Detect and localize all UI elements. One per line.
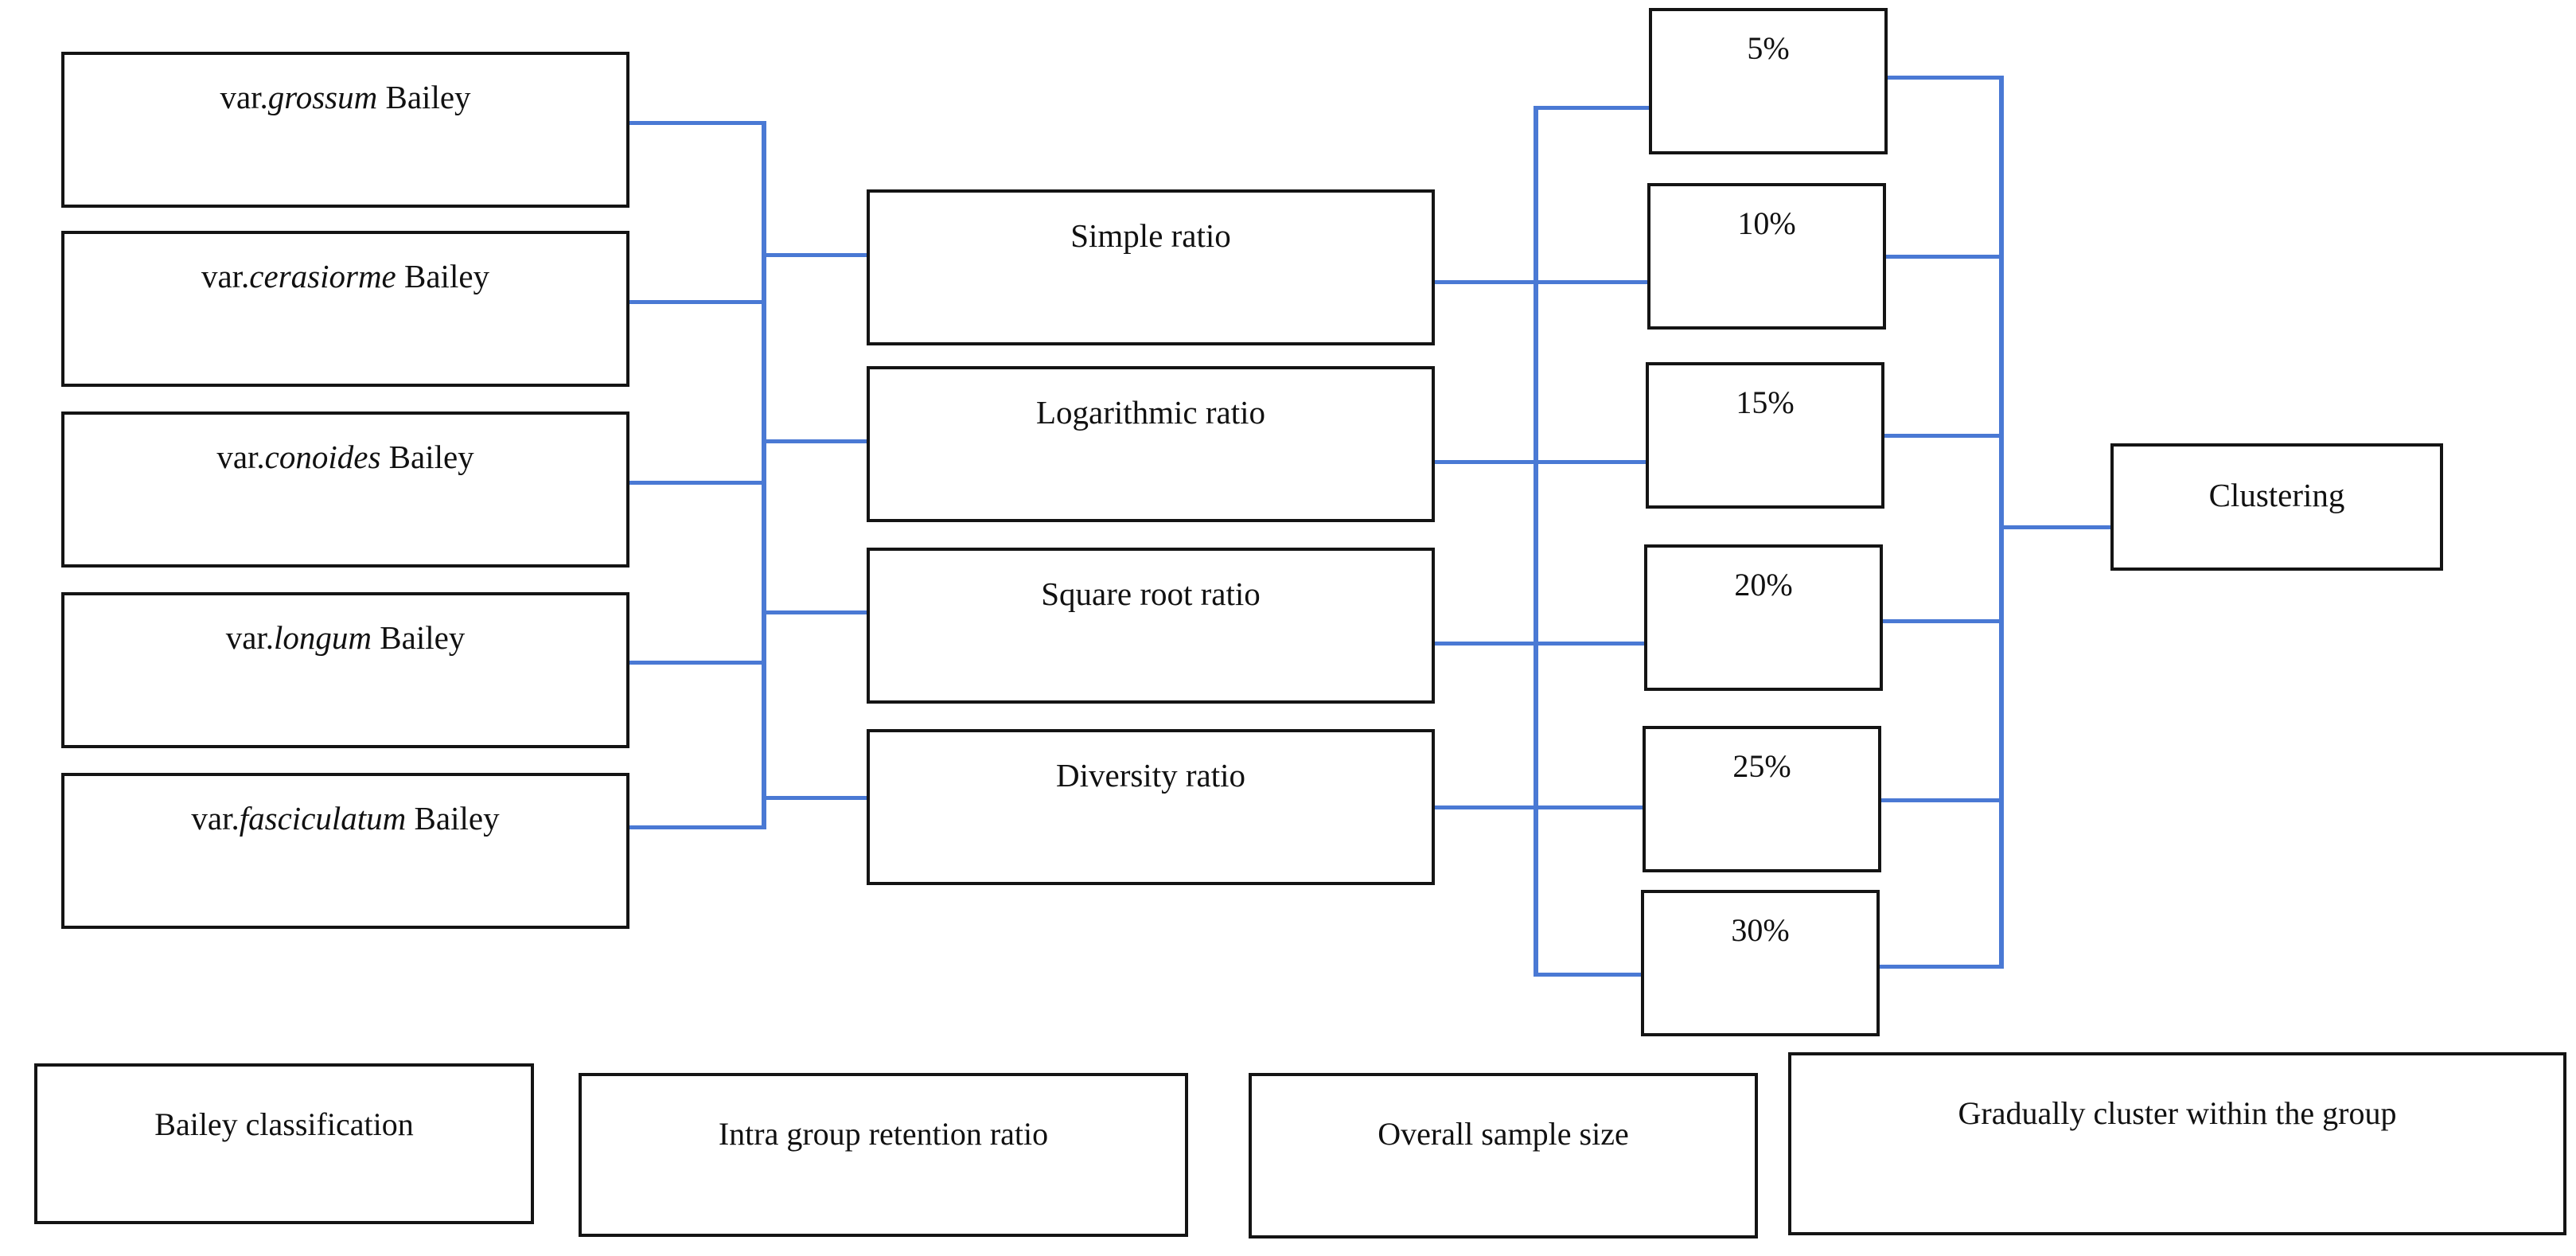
ratio-label: Simple ratio bbox=[1070, 217, 1231, 254]
taxon-box-conoides[interactable]: var.conoides Bailey bbox=[61, 412, 629, 568]
taxon-label: var.longum Bailey bbox=[225, 619, 466, 656]
percentage-label: 5% bbox=[1747, 30, 1790, 66]
connector-taxon-3-to-spine bbox=[629, 661, 763, 665]
percentage-box-15[interactable]: 15% bbox=[1646, 362, 1884, 509]
percentage-box-25[interactable]: 25% bbox=[1643, 726, 1881, 872]
connector-ratio-3-to-spine bbox=[1435, 805, 1534, 809]
legend-label: Intra group retention ratio bbox=[718, 1116, 1049, 1152]
connector-spine-to-ratio-0 bbox=[762, 253, 867, 257]
percentage-label: 20% bbox=[1734, 567, 1793, 603]
clustering-box[interactable]: Clustering bbox=[2110, 443, 2443, 571]
ratio-label: Diversity ratio bbox=[1056, 757, 1245, 794]
percentage-label: 30% bbox=[1731, 912, 1790, 948]
taxon-label: var.grossum Bailey bbox=[220, 79, 471, 115]
ratio-box-logarithmic[interactable]: Logarithmic ratio bbox=[867, 366, 1435, 522]
connector-taxon-1-to-spine bbox=[629, 300, 763, 304]
percentage-label: 15% bbox=[1736, 384, 1795, 420]
percentage-label: 10% bbox=[1737, 205, 1796, 241]
connector-spine-to-ratio-2 bbox=[762, 610, 867, 614]
connector-spine-to-pct-0 bbox=[1534, 106, 1649, 110]
percentage-box-10[interactable]: 10% bbox=[1647, 183, 1886, 330]
legend-box-overall-sample-size[interactable]: Overall sample size bbox=[1249, 1073, 1758, 1238]
connector-spine-ratios bbox=[1534, 106, 1538, 977]
taxon-box-grossum[interactable]: var.grossum Bailey bbox=[61, 52, 629, 208]
connector-taxon-2-to-spine bbox=[629, 481, 763, 485]
ratio-box-diversity[interactable]: Diversity ratio bbox=[867, 729, 1435, 885]
connector-spine-to-pct-1 bbox=[1534, 280, 1649, 284]
percentage-box-5[interactable]: 5% bbox=[1649, 8, 1888, 154]
connector-spine-to-pct-2 bbox=[1534, 460, 1649, 464]
connector-spine-to-ratio-3 bbox=[762, 796, 867, 800]
connector-spine-to-pct-4 bbox=[1534, 805, 1649, 809]
connector-ratio-0-to-spine bbox=[1435, 280, 1534, 284]
ratio-label: Logarithmic ratio bbox=[1035, 394, 1266, 431]
legend-label: Gradually cluster within the group bbox=[1958, 1095, 2397, 1131]
legend-label: Overall sample size bbox=[1378, 1116, 1629, 1152]
connector-spine-to-clustering bbox=[1999, 525, 2110, 529]
clustering-label: Clustering bbox=[2208, 477, 2345, 513]
ratio-box-square-root[interactable]: Square root ratio bbox=[867, 548, 1435, 704]
connector-pct-3-to-spine bbox=[1883, 619, 1999, 623]
connector-spine-to-pct-3 bbox=[1534, 642, 1649, 646]
connector-spine-taxa bbox=[762, 121, 766, 829]
legend-box-gradually-cluster-within-the-group[interactable]: Gradually cluster within the group bbox=[1788, 1052, 2566, 1235]
connector-ratio-2-to-spine bbox=[1435, 642, 1534, 646]
percentage-label: 25% bbox=[1732, 748, 1791, 784]
taxon-box-fasciculatum[interactable]: var.fasciculatum Bailey bbox=[61, 773, 629, 929]
taxon-label: var.fasciculatum Bailey bbox=[191, 800, 500, 837]
legend-box-intra-group-retention-ratio[interactable]: Intra group retention ratio bbox=[579, 1073, 1188, 1237]
connector-spine-clustering bbox=[1999, 76, 2004, 969]
connector-pct-1-to-spine bbox=[1886, 255, 1999, 259]
percentage-box-30[interactable]: 30% bbox=[1641, 890, 1880, 1036]
taxon-box-longum[interactable]: var.longum Bailey bbox=[61, 592, 629, 748]
connector-spine-to-pct-5 bbox=[1534, 973, 1649, 977]
legend-label: Bailey classification bbox=[154, 1106, 414, 1142]
taxon-box-cerasiorme[interactable]: var.cerasiorme Bailey bbox=[61, 231, 629, 387]
taxon-label: var.cerasiorme Bailey bbox=[201, 258, 490, 294]
connector-pct-4-to-spine bbox=[1881, 798, 1999, 802]
taxon-label: var.conoides Bailey bbox=[216, 439, 474, 475]
percentage-box-20[interactable]: 20% bbox=[1644, 544, 1883, 691]
connector-taxon-0-to-spine bbox=[629, 121, 763, 125]
connector-pct-2-to-spine bbox=[1884, 434, 1999, 438]
connector-pct-0-to-spine bbox=[1888, 76, 1999, 80]
connector-ratio-1-to-spine bbox=[1435, 460, 1534, 464]
connector-spine-to-ratio-1 bbox=[762, 439, 867, 443]
connector-taxon-4-to-spine bbox=[629, 825, 763, 829]
connector-pct-5-to-spine bbox=[1880, 965, 1999, 969]
legend-box-bailey-classification[interactable]: Bailey classification bbox=[34, 1063, 534, 1224]
ratio-label: Square root ratio bbox=[1041, 575, 1261, 612]
ratio-box-simple[interactable]: Simple ratio bbox=[867, 189, 1435, 345]
